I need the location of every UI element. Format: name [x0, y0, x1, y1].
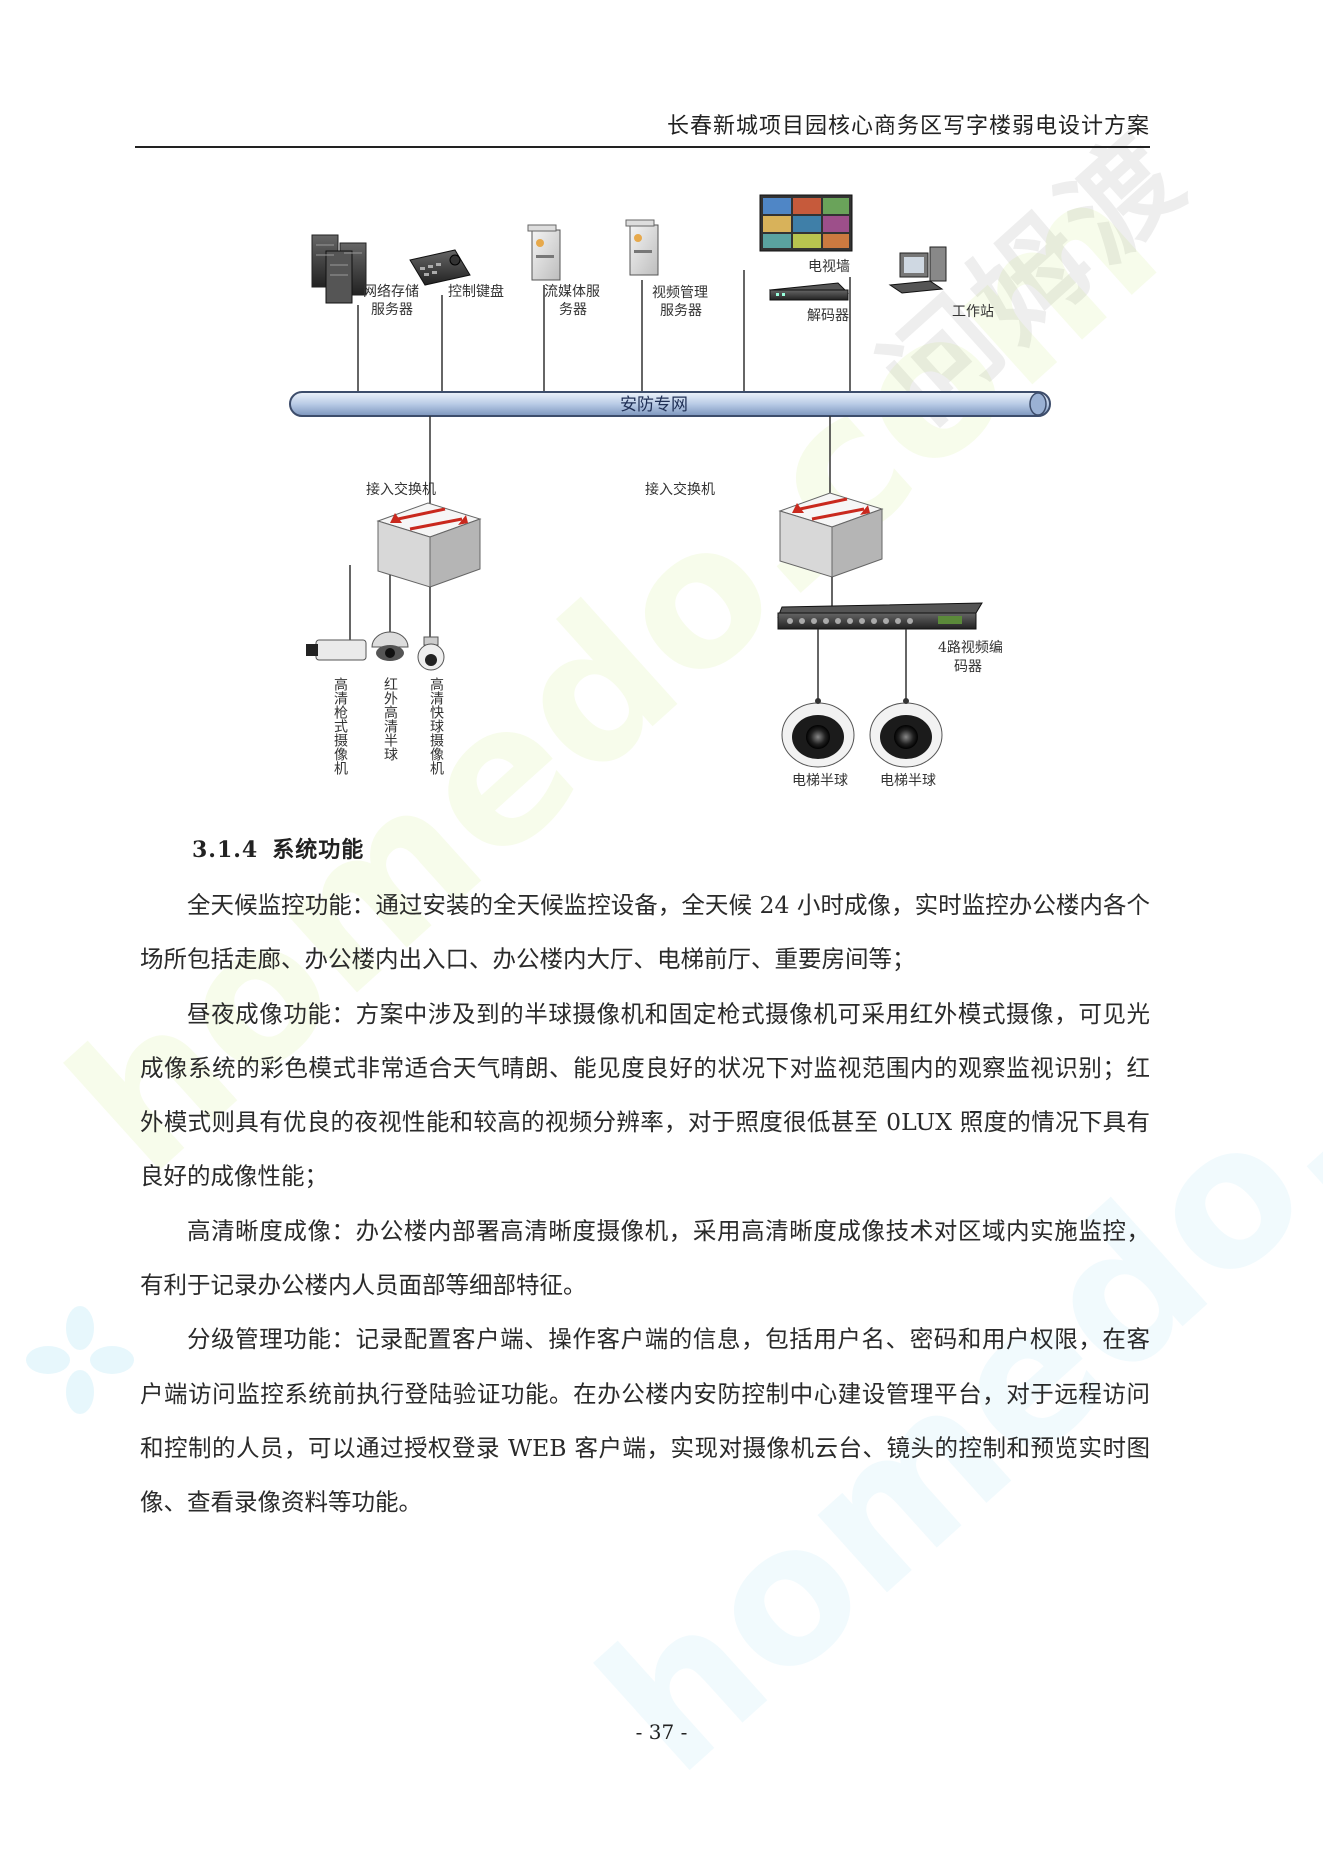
- paragraph: 昼夜成像功能：方案中涉及到的半球摄像机和固定枪式摄像机可采用红外模式摄像，可见光…: [140, 999, 1150, 1191]
- workstation-icon: [888, 246, 947, 294]
- paragraph: 分级管理功能：记录配置客户端、操作客户端的信息，包括用户名、密码和用户权限，在客…: [140, 1325, 1150, 1517]
- video-wall-icon: [759, 194, 853, 252]
- switch-right-label: 接入交换机: [645, 481, 715, 498]
- dome-camera-label: 红外高清半球: [382, 677, 398, 761]
- page-header-title: 长春新城项目园核心商务区写字楼弱电设计方案: [666, 114, 1150, 139]
- storage-server-icon: [311, 234, 367, 304]
- video-management-server-label: 服务器: [660, 303, 702, 319]
- encoder-label: 码器: [954, 659, 982, 675]
- dome-camera-icon: [371, 631, 409, 661]
- page-number: - 37 -: [635, 1720, 688, 1744]
- watermark-flower-icon: [26, 1306, 134, 1414]
- elevator-camera-label: 电梯半球: [792, 773, 848, 789]
- elevator-dome-camera-icon: [869, 698, 943, 768]
- elevator-dome-camera-icon: [781, 698, 855, 768]
- video-wall-label: 电视墙: [808, 259, 850, 275]
- bullet-camera-label: 高清枪式摄像机: [332, 676, 348, 776]
- bullet-camera-icon: [306, 639, 367, 661]
- switch-left-label: 接入交换机: [366, 481, 436, 498]
- storage-server-label: 网络存储: [363, 284, 419, 300]
- paragraph: 全天候监控功能：通过安装的全天候监控设备，全天候 24 小时成像，实时监控办公楼…: [140, 891, 1150, 974]
- encoder-label: 4路视频编: [938, 640, 1003, 656]
- section-heading: 3.1.4 系统功能: [192, 832, 364, 864]
- top-connectors: [357, 270, 851, 393]
- header-rule: [135, 146, 1150, 148]
- access-switch-icon: [778, 492, 884, 578]
- streaming-server-label: 流媒体服: [544, 284, 600, 300]
- control-keyboard-label: 控制键盘: [448, 283, 504, 300]
- security-network-bar: [289, 391, 1051, 417]
- speed-dome-label: 高清快球摄像机: [428, 676, 444, 776]
- decoder-label: 解码器: [807, 308, 849, 324]
- elevator-camera-label: 电梯半球: [880, 773, 936, 789]
- server-tower-icon: [625, 219, 659, 276]
- access-switch-icon: [376, 502, 482, 588]
- paragraph: 高清晰度成像：办公楼内部署高清晰度摄像机，采用高清晰度成像技术对区域内实施监控，…: [140, 1216, 1150, 1300]
- network-label: 安防专网: [620, 395, 688, 415]
- streaming-server-label: 务器: [559, 302, 587, 318]
- speed-dome-camera-icon: [417, 636, 445, 671]
- video-encoder-icon: [777, 602, 983, 630]
- section-title: 系统功能: [272, 837, 365, 863]
- server-tower-icon: [527, 224, 561, 281]
- workstation-label: 工作站: [952, 304, 994, 320]
- video-management-server-label: 视频管理: [652, 285, 708, 301]
- section-number: 3.1.4: [192, 837, 259, 863]
- cctv-network-diagram: 网络存储 服务器 控制键盘 流媒体服 务器 视频管理 服务器 电视墙 解码器: [289, 194, 1051, 789]
- control-keyboard-icon: [409, 249, 471, 286]
- storage-server-label: 服务器: [371, 302, 413, 318]
- decoder-icon: [768, 282, 850, 301]
- body-text: 全天候监控功能：通过安装的全天候监控设备，全天候 24 小时成像，实时监控办公楼…: [140, 878, 1150, 1530]
